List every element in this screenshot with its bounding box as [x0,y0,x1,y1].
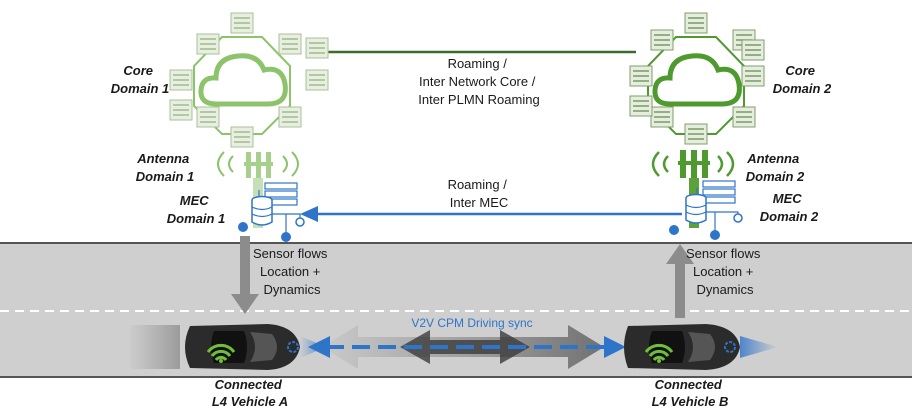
gear-icon [287,341,299,353]
v2v-label: V2V CPM Driving sync [411,316,532,330]
sensor-flow-arrow-b [666,244,694,318]
wifi-icon [206,343,236,362]
cloud-icon [652,53,742,107]
core-domain-2-icon [629,12,765,145]
antenna-domain-1-label: Antenna Domain 1 [136,151,195,184]
core-domain-2-label: Core Domain 2 [773,63,832,96]
sensor-flows-b-label: Sensor flows Location + Dynamics [686,246,764,297]
core-roaming-label: Roaming / Inter Network Core / Inter PLM… [418,56,539,107]
mec-roaming-arrow [300,206,682,222]
core-domain-1-icon [169,12,329,148]
wifi-icon [644,343,674,362]
mec-roaming-label: Roaming / Inter MEC [448,177,511,210]
gear-icon [724,341,736,353]
vehicle-a [130,324,326,370]
vehicle-b [624,324,778,370]
core-domain-1-label: Core Domain 1 [111,63,170,96]
antenna-domain-2-label: Antenna Domain 2 [746,151,805,184]
mec-domain-2-label: MEC Domain 2 [760,191,819,224]
mec-domain-2-icon [669,180,743,240]
sensor-flows-a-label: Sensor flows Location + Dynamics [253,246,331,297]
vehicle-b-label: Connected L4 Vehicle B [652,377,729,409]
mec-domain-1-icon [238,182,305,242]
cloud-icon [198,53,288,107]
mec-domain-1-label: MEC Domain 1 [167,193,226,226]
sensor-flow-arrow-a [231,236,259,314]
vehicle-a-label: Connected L4 Vehicle A [212,377,288,409]
